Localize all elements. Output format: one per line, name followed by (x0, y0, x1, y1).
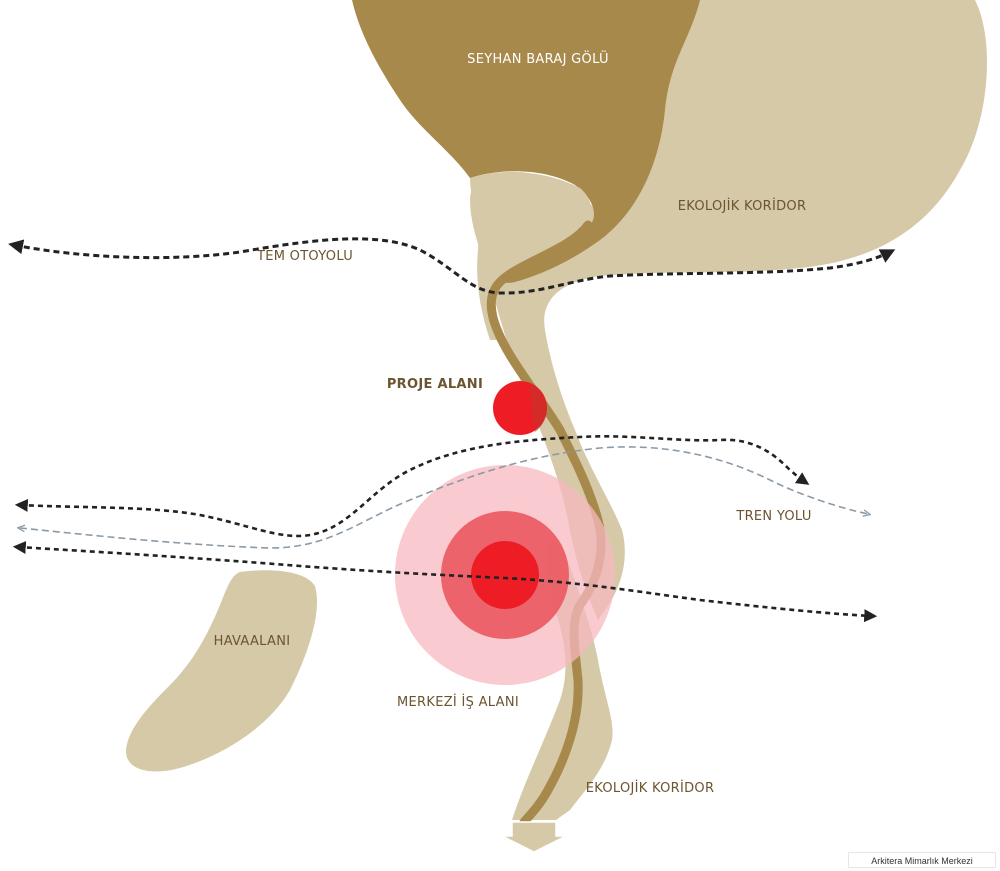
project-site-label: PROJE ALANI (387, 377, 483, 392)
cbd-inner-circle (471, 541, 539, 609)
seyhan-dam-lake-area (352, 0, 700, 283)
river-flow-arrow (501, 821, 567, 853)
lower-road-route (12, 540, 878, 623)
ecological-corridor-upper-area (470, 0, 987, 620)
corridor-top-label: EKOLOJİK KORİDOR (678, 198, 807, 214)
lake-label: SEYHAN BARAJ GÖLÜ (467, 50, 609, 67)
ecological-corridor-lower-area (512, 540, 613, 820)
corridor-bottom-label: EKOLOJİK KORİDOR (586, 780, 715, 796)
highway-label: TEM OTOYOLU (256, 249, 353, 264)
upper-road-route (14, 435, 810, 538)
cbd-label: MERKEZİ İŞ ALANI (397, 694, 519, 710)
watermark-text: Arkitera Mimarlık Merkezi (848, 852, 996, 868)
tem-motorway-route (8, 237, 896, 295)
project-site-overlap (530, 383, 547, 432)
railway-label: TREN YOLU (735, 509, 811, 524)
airport-area (125, 570, 318, 772)
airport-label: HAVAALANI (214, 634, 291, 649)
